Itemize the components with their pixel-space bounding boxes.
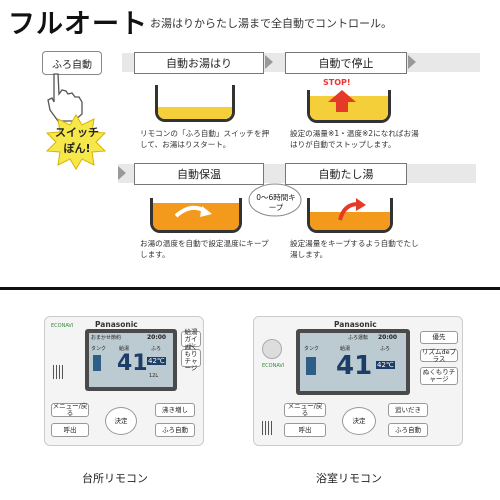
arrow-right-icon	[265, 55, 273, 69]
arrow-right-icon	[408, 55, 416, 69]
bath-remote-caption: 浴室リモコン	[316, 472, 382, 485]
switch-label: スイッチぽん!	[55, 126, 99, 155]
tank-level-icon	[306, 357, 316, 375]
section-divider	[0, 287, 500, 290]
priority-button[interactable]: 優先	[420, 331, 458, 344]
econavi-label: ECONAVI	[262, 363, 285, 369]
arrow-right-icon	[118, 166, 126, 180]
bath-temperature: 42℃	[376, 361, 395, 369]
sensor-icon	[262, 339, 282, 359]
reheat-button[interactable]: 追いだき	[388, 403, 428, 417]
warmth-charge-button[interactable]: ぬくもりチャージ	[181, 344, 201, 372]
step-auto-refill-label: 自動たし湯	[285, 163, 407, 185]
bathtub-keepwarm	[150, 198, 242, 233]
page-subtitle: お湯はりからたし湯まで全自動でコントロール。	[150, 17, 392, 30]
kitchen-remote-caption: 台所リモコン	[82, 472, 148, 485]
level-text: 12L	[149, 373, 159, 379]
brand-logo: Panasonic	[95, 320, 138, 329]
step-auto-stop-label: 自動で停止	[285, 52, 407, 74]
step-auto-keepwarm-label: 自動保温	[134, 163, 264, 185]
furo-auto-remote-button[interactable]: ふろ自動	[155, 423, 195, 437]
status-text: ふろ運転	[348, 335, 369, 341]
up-arrow-icon	[328, 90, 356, 112]
lcd-screen: おまかせ節約 20:00 タンク 給湯 ふろ 41 42℃ 12L	[85, 329, 177, 391]
pointing-hand-icon	[47, 73, 83, 122]
bath-label: ふろ	[380, 346, 391, 352]
call-button[interactable]: 呼出	[284, 423, 326, 437]
stop-badge: STOP!	[323, 78, 351, 87]
menu-back-button[interactable]: メニュー/戻る	[284, 403, 326, 417]
step-auto-fill-label: 自動お湯はり	[134, 52, 264, 74]
bath-label: ふろ	[151, 346, 162, 352]
bath-temperature: 42℃	[147, 357, 166, 365]
furo-auto-button[interactable]: ふろ自動	[42, 51, 102, 75]
tank-label: タンク	[91, 346, 107, 352]
bath-remote: ECONAVI Panasonic ふろ運転 20:00 タンク 給湯 ふろ 4…	[253, 316, 463, 446]
clock: 20:00	[147, 334, 167, 341]
step-auto-refill-desc: 設定湯量をキープするよう自動でたし湯します。	[290, 239, 419, 259]
up-arrow-icon	[338, 198, 366, 221]
menu-back-button[interactable]: メニュー/戻る	[51, 402, 89, 417]
tank-level-icon	[93, 355, 101, 371]
clock: 20:00	[378, 334, 398, 341]
speaker-grille	[53, 365, 63, 379]
switch-burst-icon	[45, 114, 107, 170]
econavi-label: ECONAVI	[51, 323, 74, 329]
brand-logo: Panasonic	[334, 320, 377, 329]
water-stream-icon	[169, 100, 183, 105]
supply-label: 給湯	[119, 346, 130, 352]
lcd-screen: ふろ運転 20:00 タンク 給湯 ふろ 41 42℃	[296, 329, 410, 395]
step-auto-stop-desc: 設定の湯量※1・温度※2になればお湯はりが自動でストップします。	[290, 129, 419, 149]
page-title: フルオート	[8, 9, 148, 40]
confirm-dpad[interactable]: 決定	[105, 407, 137, 435]
step-auto-keepwarm-desc: お湯の温度を自動で設定温度にキープします。	[140, 239, 269, 259]
confirm-dpad[interactable]: 決定	[342, 407, 376, 435]
speaker-grille	[262, 421, 274, 435]
status-text: おまかせ節約	[91, 335, 122, 341]
circulate-arrow-icon	[174, 205, 212, 218]
supply-temperature: 41	[117, 351, 148, 376]
supply-guide-button[interactable]: 給湯ガイド	[181, 328, 201, 349]
supply-label: 給湯	[340, 346, 351, 352]
kitchen-remote: ECONAVI Panasonic おまかせ節約 20:00 タンク 給湯 ふろ…	[44, 316, 204, 446]
furo-auto-remote-button[interactable]: ふろ自動	[388, 423, 428, 437]
tank-label: タンク	[304, 346, 320, 352]
step-auto-fill-desc: リモコンの「ふろ自動」スイッチを押して、お湯はりスタート。	[140, 129, 270, 149]
rhythm-plus-button[interactable]: リズムdeプラス	[420, 347, 458, 363]
keep-note-text: 0〜6時間キープ	[256, 193, 296, 212]
call-button[interactable]: 呼出	[51, 423, 89, 437]
reheat-button[interactable]: 沸き増し	[155, 403, 195, 417]
bathtub-filling	[155, 85, 235, 122]
supply-temperature: 41	[336, 351, 373, 381]
keep-note-bubble	[248, 183, 302, 217]
warmth-charge-button[interactable]: ぬくもりチャージ	[420, 367, 458, 385]
